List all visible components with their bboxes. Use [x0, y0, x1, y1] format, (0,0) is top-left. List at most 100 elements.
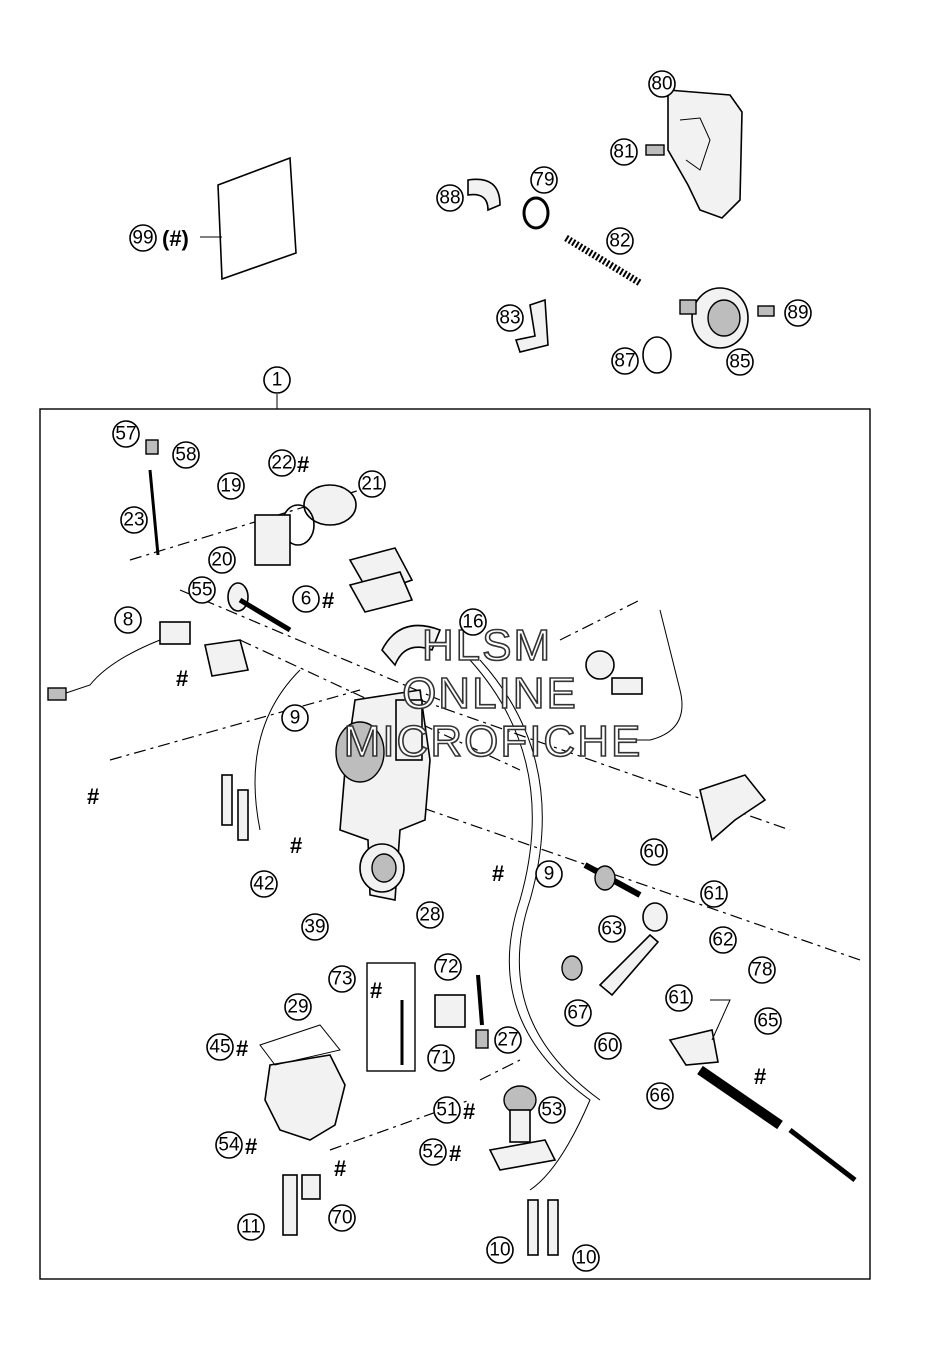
svg-text:19: 19: [220, 476, 241, 497]
callout-27: 27: [494, 1026, 522, 1054]
top-cover-6: [348, 547, 414, 613]
jet-27: [475, 1029, 489, 1049]
callout-81: 81: [610, 138, 638, 166]
callout-80: 80: [648, 70, 676, 98]
callout-60a: 60: [640, 838, 668, 866]
svg-text:52: 52: [422, 1142, 443, 1163]
drain-70: [301, 1174, 321, 1200]
svg-text:16: 16: [462, 612, 483, 633]
callout-8: 8: [114, 606, 142, 634]
svg-text:9: 9: [544, 864, 555, 885]
callout-65: 65: [754, 1007, 782, 1035]
callout-51: 51: [433, 1096, 461, 1124]
callout-85: 85: [726, 348, 754, 376]
svg-text:1: 1: [272, 370, 283, 391]
svg-text:55: 55: [191, 580, 212, 601]
callout-52: 52: [419, 1138, 447, 1166]
callout-9b: 9: [535, 860, 563, 888]
callout-70: 70: [328, 1204, 356, 1232]
callout-10a: 10: [486, 1236, 514, 1264]
svg-text:53: 53: [541, 1100, 562, 1121]
hash-52: #: [449, 1141, 461, 1166]
callout-82: 82: [606, 227, 634, 255]
sensor-8: [47, 621, 191, 701]
svg-text:11: 11: [241, 1217, 261, 1238]
svg-text:73: 73: [331, 969, 352, 990]
callout-73: 73: [328, 965, 356, 993]
callout-99: 99: [129, 224, 157, 252]
plate: [204, 639, 249, 677]
svg-text:71: 71: [430, 1048, 451, 1069]
svg-text:87: 87: [614, 351, 635, 372]
hash-6: #: [322, 588, 334, 613]
hose-88: [467, 178, 501, 212]
callout-53: 53: [538, 1096, 566, 1124]
hash-73: #: [370, 978, 382, 1003]
hose-11: [282, 1174, 298, 1236]
svg-text:28: 28: [419, 905, 440, 926]
svg-text:99: 99: [132, 228, 153, 249]
svg-text:81: 81: [613, 142, 634, 163]
float-bowl-29: [259, 1024, 346, 1141]
svg-text:60: 60: [643, 842, 664, 863]
callout-16: 16: [459, 608, 487, 636]
svg-text:62: 62: [712, 930, 733, 951]
hash-sensor: #: [176, 666, 188, 691]
callout-19: 19: [217, 472, 245, 500]
svg-text:22: 22: [271, 453, 292, 474]
callout-57: 57: [112, 420, 140, 448]
callout-63: 63: [598, 915, 626, 943]
bracket-16: [381, 624, 442, 667]
svg-text:23: 23: [123, 510, 144, 531]
hash-45: #: [236, 1036, 248, 1061]
bracket-83: [514, 298, 549, 353]
callout-20: 20: [208, 546, 236, 574]
callout-39: 39: [301, 913, 329, 941]
svg-text:42: 42: [253, 874, 274, 895]
hoses-10: [527, 1199, 559, 1256]
svg-text:45: 45: [209, 1037, 230, 1058]
bolt-81: [645, 144, 665, 156]
hash-70: #: [334, 1156, 346, 1181]
screw-long: [788, 1128, 857, 1182]
lever-right: [699, 774, 767, 842]
svg-text:21: 21: [361, 474, 382, 495]
oring-87: [642, 336, 672, 374]
watermark-line-1: HLSM: [422, 621, 552, 670]
callout-87: 87: [611, 347, 639, 375]
callout-54: 54: [215, 1131, 243, 1159]
screw-89: [757, 305, 775, 317]
hash-54: #: [245, 1134, 257, 1159]
callout-45: 45: [206, 1033, 234, 1061]
callout-22: 22: [268, 449, 296, 477]
callout-61b: 61: [665, 984, 693, 1012]
svg-text:60: 60: [597, 1036, 618, 1057]
callout-29: 29: [284, 993, 312, 1021]
svg-text:63: 63: [601, 919, 622, 940]
callout-11: 11: [237, 1213, 265, 1241]
callout-60b: 60: [594, 1032, 622, 1060]
svg-text:85: 85: [729, 352, 750, 373]
callout-42: 42: [250, 870, 278, 898]
svg-text:70: 70: [331, 1208, 352, 1229]
callout-88: 88: [436, 184, 464, 212]
callout-61a: 61: [700, 880, 728, 908]
svg-text:29: 29: [287, 997, 308, 1018]
carburetor-body: [335, 689, 431, 901]
svg-text:8: 8: [123, 610, 134, 631]
svg-text:88: 88: [439, 188, 460, 209]
diaphragm-21: [303, 484, 357, 526]
gasket-sheet: [200, 156, 297, 281]
piston-55: [227, 582, 292, 633]
callout-66: 66: [646, 1082, 674, 1110]
svg-text:80: 80: [651, 74, 672, 95]
callout-1: 1: [263, 366, 291, 394]
rod-66: [697, 1065, 783, 1130]
hash-22: #: [297, 452, 309, 477]
throttle-cover: [667, 89, 743, 219]
callout-67: 67: [564, 999, 592, 1027]
housing-19: [254, 514, 291, 566]
callout-6: 6: [292, 585, 320, 613]
svg-text:58: 58: [175, 445, 196, 466]
